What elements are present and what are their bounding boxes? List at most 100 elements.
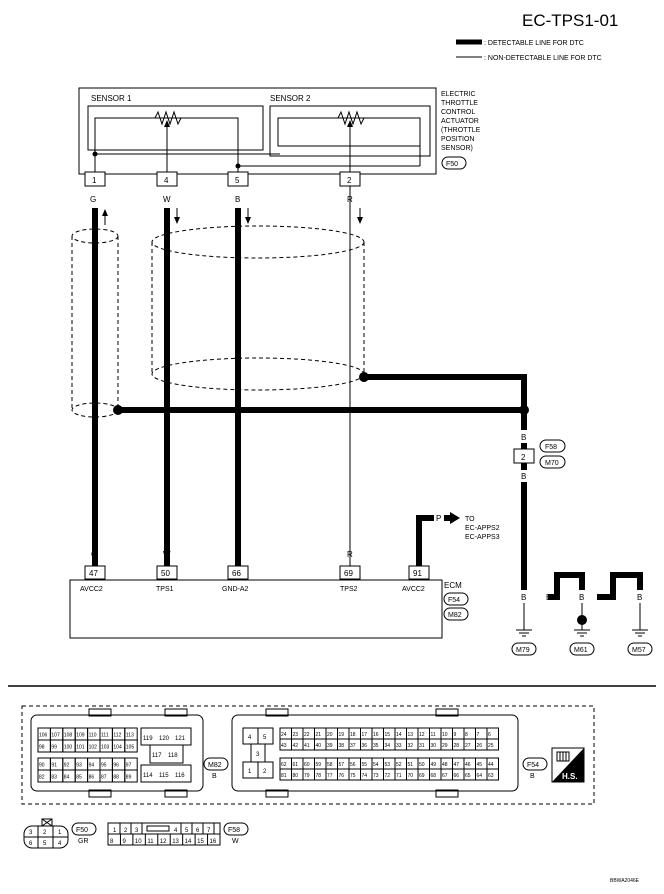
f54-pin: 51 (408, 762, 414, 768)
m82-pin: 100 (64, 745, 73, 751)
f50-bottom-label: F50 (76, 827, 88, 834)
ecm-pin-66: 66 GND-A2 (222, 565, 249, 593)
f54-pin: 10 (442, 732, 448, 738)
ground-branch-color-2: B (521, 472, 526, 481)
ecm-wire-color-b: B (235, 550, 240, 559)
harness-side-icon: H.S. (551, 747, 585, 783)
to-label: TO (465, 516, 475, 523)
ground-branch-color-1: B (521, 433, 526, 442)
ground-m79: M79 (511, 629, 537, 656)
svg-text:THROTTLE: THROTTLE (441, 100, 478, 107)
diagram-code: BBWA2046E (610, 878, 640, 884)
f54-pin: 58 (327, 762, 333, 768)
f58-pin: 2 (124, 828, 128, 834)
m82-pin: 99 (51, 745, 57, 751)
ground-color-m61-a: B (546, 593, 551, 602)
m82-pin: 94 (89, 763, 95, 769)
f54-pin: 20 (327, 732, 333, 738)
f54-pin: 68 (431, 773, 437, 779)
f54-pin: 80 (293, 773, 299, 779)
wire-p (416, 515, 434, 566)
svg-text:121: 121 (175, 736, 186, 742)
f54-pin: 69 (419, 773, 425, 779)
f54-pin: 54 (373, 762, 379, 768)
f54-pin: 77 (327, 773, 333, 779)
f54-pin: 30 (431, 743, 437, 749)
f54-color: B (530, 773, 535, 780)
ecm-wire-color-g: G (91, 550, 97, 559)
svg-text:1: 1 (58, 830, 62, 836)
m82-pin: 113 (126, 733, 134, 739)
svg-text:CONTROL: CONTROL (441, 109, 475, 116)
legend-detectable: : DETECTABLE LINE FOR DTC (484, 40, 584, 47)
f54-pin: 48 (442, 762, 448, 768)
f54-pin: 11 (431, 732, 436, 738)
ground-color-m57-b: B (637, 593, 642, 602)
f58-pin: 9 (122, 839, 126, 845)
m82-pin: 98 (39, 745, 45, 751)
f54-pin: 19 (339, 732, 345, 738)
svg-text:G: G (90, 195, 96, 204)
f54-pin: 67 (442, 773, 448, 779)
svg-text:1: 1 (92, 176, 97, 185)
m82-pin: 103 (101, 745, 110, 751)
svg-text:AVCC2: AVCC2 (80, 586, 103, 593)
svg-text:M79: M79 (516, 647, 530, 654)
f54-pin: 64 (477, 773, 483, 779)
f58-pin: 5 (185, 828, 189, 834)
f58-pin: 10 (135, 839, 142, 845)
f54-pin: 55 (362, 762, 368, 768)
f54-pin: 13 (408, 732, 414, 738)
f54-pin: 9 (454, 732, 457, 738)
f54-pin: 44 (488, 762, 494, 768)
f54-pin: 70 (408, 773, 414, 779)
m82-pin: 107 (51, 733, 60, 739)
svg-text:M57: M57 (632, 647, 646, 654)
f54-pin: 73 (373, 773, 379, 779)
sensor2-label: SENSOR 2 (270, 94, 311, 103)
f54-pin: 16 (373, 732, 379, 738)
f54-pin: 65 (465, 773, 471, 779)
svg-text:AVCC2: AVCC2 (402, 586, 425, 593)
m82-pin: 89 (126, 775, 132, 781)
m82-pin: 83 (51, 775, 57, 781)
svg-text:ELECTRIC: ELECTRIC (441, 91, 476, 98)
f54-pin: 45 (477, 762, 483, 768)
f58-pin: 4 (174, 828, 178, 834)
f58-pin: 6 (196, 828, 200, 834)
f58-pin: 15 (197, 839, 204, 845)
f54-pin: 37 (350, 743, 356, 749)
m82-pin: 86 (89, 775, 95, 781)
svg-text:2: 2 (263, 769, 267, 775)
f54-pin: 28 (454, 743, 460, 749)
ecm-wire-color-r: R (347, 550, 353, 559)
f58-bottom-label: F58 (228, 827, 240, 834)
legend-non-detectable: : NON-DETECTABLE LINE FOR DTC (484, 55, 602, 62)
ecm-box (69, 579, 443, 639)
f54-pin: 32 (408, 743, 414, 749)
sensor1-frame (87, 105, 264, 151)
ground-color-m79: B (521, 593, 526, 602)
f54-pin: 72 (385, 773, 391, 779)
svg-text:5: 5 (263, 735, 267, 741)
m82-label: M82 (208, 762, 222, 769)
f54-pin: 17 (362, 732, 368, 738)
svg-text:H.S.: H.S. (562, 772, 578, 781)
actuator-pin-4: 4 W (156, 171, 178, 204)
m82-pin: 95 (101, 763, 107, 769)
ecm-pin-50: 50 TPS1 (156, 565, 178, 593)
f54-pin: 18 (350, 732, 356, 738)
actuator-box (78, 87, 437, 175)
ecm-f54-label: F54 (448, 597, 460, 604)
f54-pin: 75 (350, 773, 356, 779)
f54-pin: 57 (339, 762, 345, 768)
wire-p-color-top: P (436, 514, 441, 523)
f54-pin: 60 (304, 762, 310, 768)
ground-m61: M61 (569, 629, 595, 656)
f54-pin: 14 (396, 732, 402, 738)
f58-pin: 14 (185, 839, 192, 845)
svg-text:B: B (235, 195, 240, 204)
